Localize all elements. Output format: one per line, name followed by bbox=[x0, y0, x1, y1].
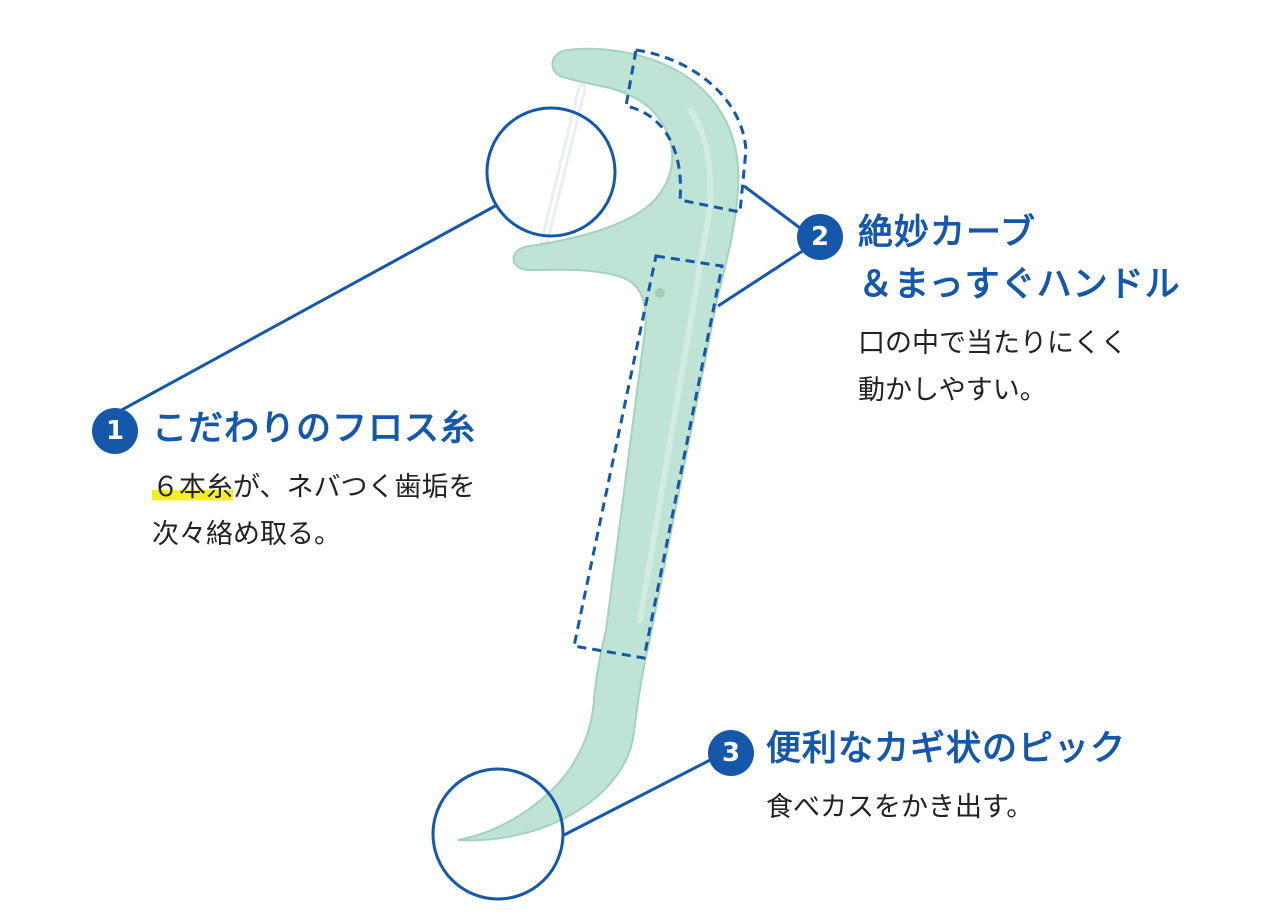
callout-1-leader bbox=[117, 203, 498, 414]
callout-2-title-line2: ＆まっすぐハンドル bbox=[858, 265, 1181, 305]
callout-2-title-line1: 絶妙カーブ bbox=[858, 213, 1036, 253]
callout-3-title: 便利なカギ状のピック bbox=[766, 729, 1127, 769]
callout-1-desc-line2: 次々絡め取る。 bbox=[152, 519, 341, 550]
callout-1-desc-line1: ６本糸が、ネバつく歯垢を bbox=[152, 464, 475, 511]
callout-1-highlight: ６本糸 bbox=[152, 472, 233, 503]
callout-2-desc-line2: 動かしやすい。 bbox=[858, 375, 1047, 406]
callout-1-number: 1 bbox=[92, 408, 138, 454]
callout-1-desc-rest: が、ネバつく歯垢を bbox=[233, 472, 476, 503]
callout-1-title: こだわりのフロス糸 bbox=[152, 409, 477, 449]
callout-2-desc-line1: 口の中で当たりにくく bbox=[858, 328, 1128, 359]
handle-dashed-outline bbox=[572, 254, 724, 660]
callout-3-description: 食べカスをかき出す。 bbox=[766, 784, 1033, 831]
callout-2-number: 2 bbox=[797, 214, 843, 260]
curve-dashed-outline bbox=[624, 48, 748, 214]
callout-2-description: 口の中で当たりにくく 動かしやすい。 bbox=[858, 320, 1127, 414]
floss-pick-body bbox=[457, 47, 740, 842]
callout-1-description: ６本糸が、ネバつく歯垢を 次々絡め取る。 bbox=[152, 464, 475, 558]
callout-3-desc-line1: 食べカスをかき出す。 bbox=[766, 792, 1034, 823]
floss-zoom-circle bbox=[485, 106, 617, 238]
callout-3-leader bbox=[561, 754, 719, 838]
callout-2-leader-top bbox=[743, 184, 801, 230]
logo-emboss bbox=[655, 288, 665, 298]
callout-3-number: 3 bbox=[708, 730, 754, 776]
callout-2-leader-bottom bbox=[717, 248, 805, 308]
